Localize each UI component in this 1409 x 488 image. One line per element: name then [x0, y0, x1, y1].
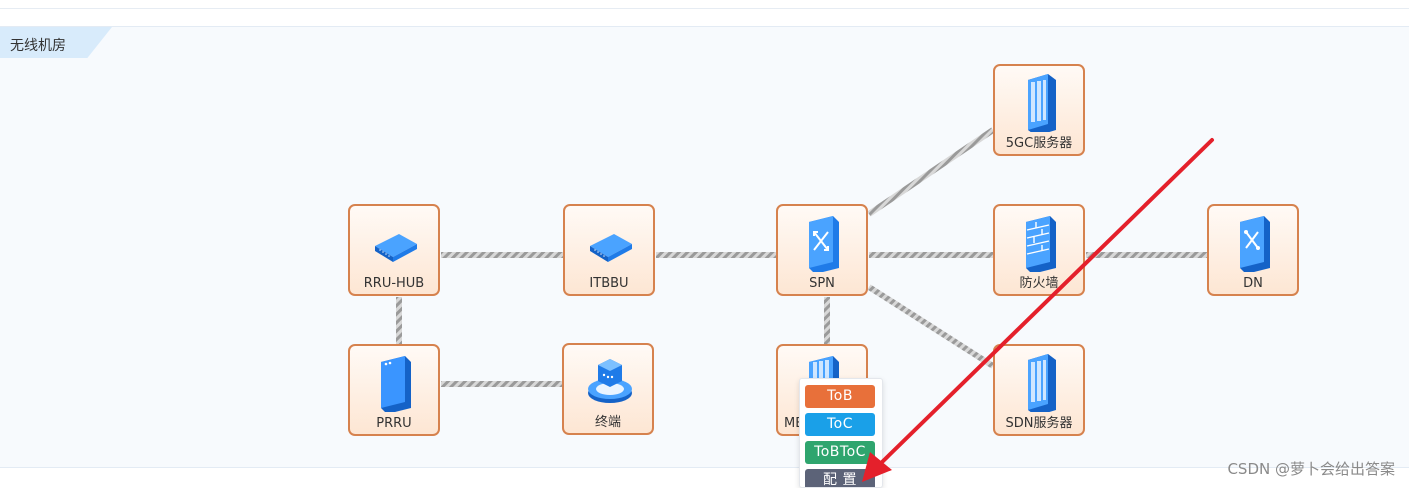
- node-label: 终端: [564, 411, 652, 430]
- network-device-icon: [586, 212, 636, 272]
- menu-item-toc[interactable]: ToC: [805, 413, 875, 436]
- node-firewall[interactable]: 防火墙: [993, 204, 1085, 296]
- server-icon: [1016, 72, 1066, 132]
- terminal-icon: [585, 351, 635, 411]
- node-label: 5GC服务器: [995, 132, 1083, 151]
- radio-unit-icon: [371, 352, 421, 412]
- node-label: RRU-HUB: [350, 276, 438, 291]
- node-5gc-server[interactable]: 5GC服务器: [993, 64, 1085, 156]
- watermark-text: CSDN @萝卜会给出答案: [1227, 458, 1395, 479]
- menu-item-config[interactable]: 配 置: [805, 469, 875, 488]
- server-icon: [1016, 352, 1066, 412]
- node-label: ITBBU: [565, 276, 653, 291]
- firewall-icon: [1016, 212, 1066, 272]
- node-label: SDN服务器: [995, 412, 1083, 431]
- node-context-menu: ToB ToC ToBToC 配 置: [799, 378, 883, 488]
- node-dn[interactable]: DN: [1207, 204, 1299, 296]
- node-label: SPN: [778, 276, 866, 291]
- node-terminal[interactable]: 终端: [562, 343, 654, 435]
- node-spn[interactable]: SPN: [776, 204, 868, 296]
- node-itbbu[interactable]: ITBBU: [563, 204, 655, 296]
- link-spn-5gc: [869, 130, 993, 214]
- node-label: PRRU: [350, 416, 438, 431]
- node-prru[interactable]: PRRU: [348, 344, 440, 436]
- node-label: DN: [1209, 276, 1297, 291]
- network-device-icon: [371, 212, 421, 272]
- router-icon: [1230, 212, 1280, 272]
- menu-item-tob[interactable]: ToB: [805, 385, 875, 408]
- menu-item-tobtoc[interactable]: ToBToC: [805, 441, 875, 464]
- node-sdn-server[interactable]: SDN服务器: [993, 344, 1085, 436]
- node-rru-hub[interactable]: RRU-HUB: [348, 204, 440, 296]
- switch-icon: [799, 212, 849, 272]
- node-label: 防火墙: [995, 272, 1083, 291]
- link-spn-sdn: [869, 287, 993, 366]
